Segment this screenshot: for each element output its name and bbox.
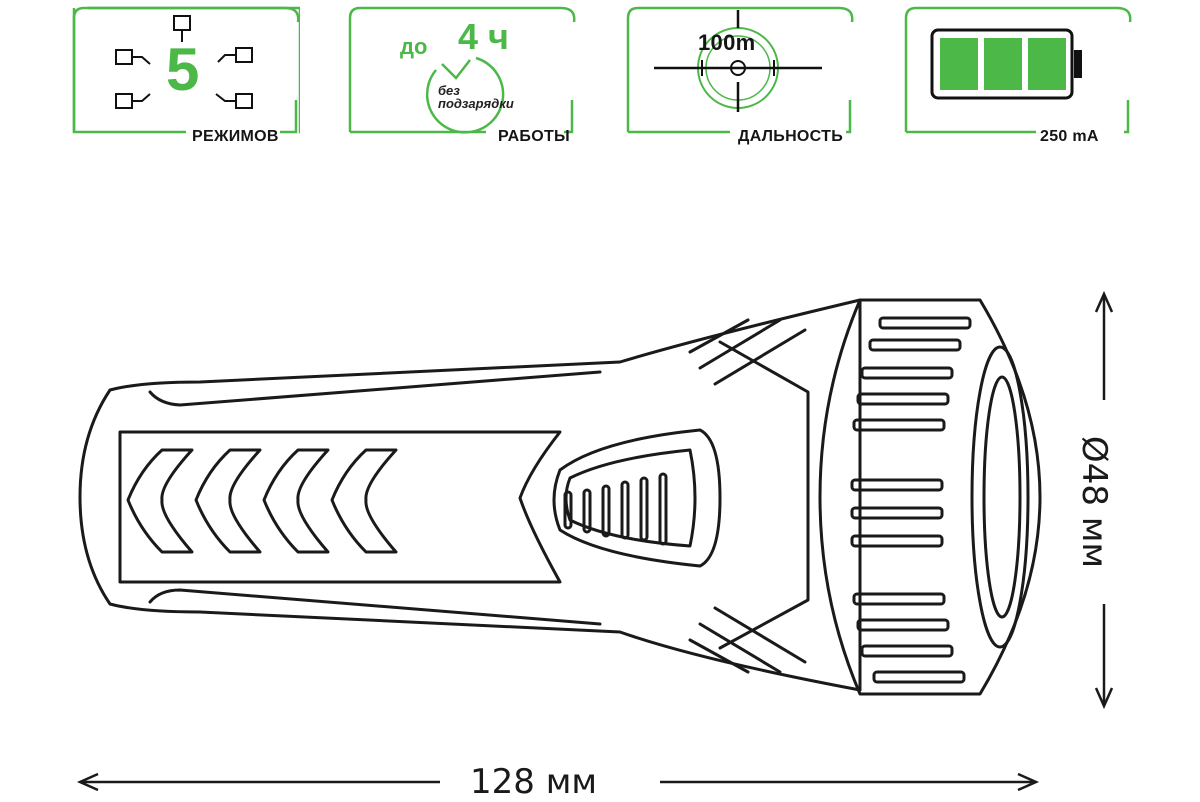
diameter-label: Ø48 мм — [1074, 435, 1115, 569]
crosshair-icon — [654, 10, 822, 112]
runtime-note-line2: подзарядки — [438, 96, 514, 111]
range-label: ДАЛЬНОСТЬ — [738, 128, 844, 145]
modes-frame — [72, 6, 300, 134]
length-dimension-arrow — [76, 772, 1040, 792]
feature-range: 100m ДАЛЬНОСТЬ — [624, 0, 854, 150]
mode-switch-icon — [115, 15, 253, 109]
lens — [970, 345, 1030, 649]
battery-icon — [930, 28, 1082, 100]
range-frame — [626, 6, 854, 134]
length-label: 128 мм — [470, 762, 598, 802]
range-value: 100m — [698, 30, 756, 55]
runtime-note-line1: без — [438, 83, 460, 98]
feature-runtime: до 4 ч без подзарядки РАБОТЫ — [346, 0, 576, 150]
feature-modes: 5 РЕЖИМОВ — [70, 0, 300, 150]
grip-panel — [118, 430, 562, 584]
feature-battery: 250 mA — [902, 0, 1132, 150]
runtime-value: 4 ч — [458, 16, 509, 57]
runtime-prefix: до — [400, 34, 428, 59]
flashlight-body — [78, 298, 862, 692]
diameter-dimension-arrow — [1094, 290, 1114, 710]
switch-window — [552, 428, 722, 568]
runtime-label: РАБОТЫ — [498, 128, 571, 145]
battery-frame — [904, 6, 1132, 134]
head-ring — [818, 298, 1042, 696]
clock-icon — [425, 56, 505, 134]
modes-label: РЕЖИМОВ — [192, 128, 279, 145]
modes-value: 5 — [166, 36, 200, 103]
battery-label: 250 mA — [1040, 128, 1099, 145]
